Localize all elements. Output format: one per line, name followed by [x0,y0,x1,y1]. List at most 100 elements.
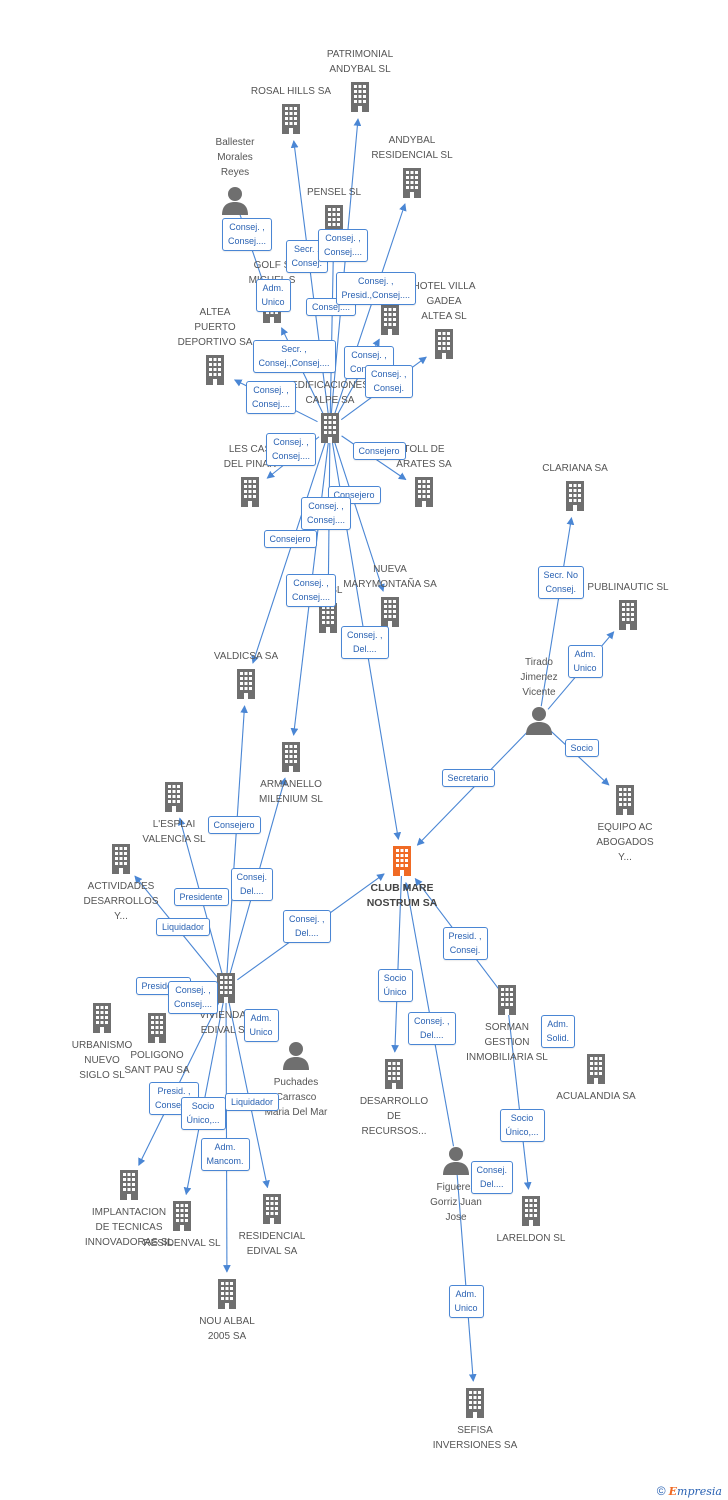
building-icon [587,1054,605,1084]
node-label: ROSAL HILLS SA [250,86,332,97]
building-icon [282,742,300,772]
relation-badge[interactable]: Consej. , Consej.... [286,573,337,607]
relation-badge[interactable]: Socio Único [377,968,413,1002]
relation-badge[interactable]: Adm. Unico [243,1008,279,1042]
relation-badge[interactable]: Secr. , Consej.,Consej.... [252,339,336,373]
node-label: ACUALANDIA SA [556,1091,636,1102]
relation-badge[interactable]: Consej. , Consej.... [266,432,317,466]
relation-badge[interactable]: Consej. , Del.... [283,909,331,943]
brand-initial: E [668,1485,678,1498]
copyright-symbol: © [656,1484,666,1498]
building-icon [351,82,369,112]
node-label: ACTIVIDADES DESARROLLOS Y... [83,881,159,922]
building-icon [241,477,259,507]
relation-badge[interactable]: Adm. Solid. [540,1014,576,1048]
person-icon [443,1147,469,1175]
edge-edif-calpe-to-andybal-res [333,203,407,415]
building-icon [381,597,399,627]
node-label: Tirado Jimenez Vicente [520,657,558,698]
relation-badge[interactable]: Consejero [352,441,406,460]
node-label: CLARIANA SA [542,463,608,474]
node-label: LES CAS DEL PINAR [223,444,277,470]
relation-badge[interactable]: Socio Único,... [499,1108,545,1142]
relation-badge[interactable]: Adm. Unico [567,644,603,678]
node-label: RESIDENCIAL EDIVAL SA [238,1231,306,1257]
relation-badge[interactable]: Adm. Unico [255,278,291,312]
node-label: NOU ALBAL 2005 SA [199,1316,255,1342]
building-icon [321,413,339,443]
building-icon [522,1196,540,1226]
relation-badge[interactable]: Presid. , Consej. [442,926,488,960]
relation-badge[interactable]: Secr. No Consej. [537,565,585,599]
relation-badge[interactable]: Consej. , Del.... [408,1011,456,1045]
building-icon [217,973,235,1003]
node-label: LARELDON SL [496,1233,566,1244]
node-label: PATRIMONIAL ANDYBAL SL [326,49,394,75]
edge-edif-calpe-to-pensel [329,241,338,415]
person-icon [526,707,552,735]
building-icon [393,846,411,876]
node-label: ANDYBAL RESIDENCIAL SL [371,135,453,161]
relation-badge[interactable]: Consejero [263,529,317,548]
building-icon [218,1279,236,1309]
edge-edif-calpe-to-nueva [333,441,385,592]
relation-badge[interactable]: Consej. , Consej.... [246,380,297,414]
node-label: EDIFICACIONES CALPE SA [291,380,369,406]
node-label: Puchades Carrasco Maria Del Mar [264,1077,328,1118]
building-icon [415,477,433,507]
building-icon [120,1170,138,1200]
relation-badge[interactable]: Consej. Del.... [470,1160,514,1194]
relation-badge[interactable]: Consej. , Consej.... [222,217,273,251]
building-icon [237,669,255,699]
node-label: PUBLINAUTIC SL [587,582,669,593]
relation-badge[interactable]: Liquidador [225,1092,280,1111]
node-label: POLIGONO SANT PAU SA [124,1050,190,1076]
building-icon [263,1194,281,1224]
building-icon [165,782,183,812]
building-icon [566,481,584,511]
relation-badge[interactable]: Consej. , Consej.... [301,496,352,530]
person-icon [283,1042,309,1070]
node-label: CLUB MARE NOSTRUM SA [366,882,438,909]
building-icon [112,844,130,874]
edge-viviendas-to-valdicsa [226,705,248,975]
node-label: NUEVA MARYMONTAÑA SA [343,564,437,590]
node-label: VALDICSA SA [213,651,279,662]
relation-badge[interactable]: Secretario [441,768,495,787]
building-icon [385,1059,403,1089]
relation-badge[interactable]: Consej. , Consej. [365,364,413,398]
building-icon [325,205,343,235]
relation-badge[interactable]: Consej. , Consej.... [318,228,369,262]
relation-badge[interactable]: Adm. Mancom. [200,1137,250,1171]
edge-figueres-to-sefisa [456,1173,477,1382]
relation-badge[interactable]: Consej. , Presid.,Consej.... [335,271,417,305]
empresia-footer[interactable]: © Empresia [657,1484,722,1498]
relation-badge[interactable]: Consej. , Del.... [341,625,389,659]
node-label: ALTEA PUERTO DEPORTIVO SA [177,307,253,348]
node-label: Ballester Morales Reyes [215,137,255,178]
relation-badge[interactable]: Socio [564,738,600,757]
edge-viviendas-to-nou-albal [223,1001,231,1273]
building-icon [206,355,224,385]
node-label: ARMANELLO MILENIUM SL [259,779,323,805]
building-icon [498,985,516,1015]
building-icon [616,785,634,815]
relation-badge[interactable]: Adm. Unico [448,1284,484,1318]
relation-badge[interactable]: Socio Único,... [180,1096,226,1130]
node-label: HOTEL VILLA GADEA ALTEA SL [412,281,476,322]
person-icon [222,187,248,215]
node-label: SEFISA INVERSIONES SA [432,1425,518,1451]
building-icon [466,1388,484,1418]
node-label: SORMAN GESTION INMOBILIARIA SL [466,1022,548,1063]
node-label: TOLL DE ARATES SA [396,444,452,470]
relation-badge[interactable]: Liquidador [156,917,211,936]
relation-badge[interactable]: Consejero [207,815,261,834]
relation-badge[interactable]: Consej. Del.... [230,867,274,901]
relation-badge[interactable]: Consej. , Consej.... [168,980,219,1014]
building-icon [319,603,337,633]
building-icon [381,305,399,335]
relation-badge[interactable]: Presidente [173,887,229,906]
building-icon [148,1013,166,1043]
brand-name: mpresia [677,1485,722,1498]
node-label: PENSEL SL [306,187,362,198]
